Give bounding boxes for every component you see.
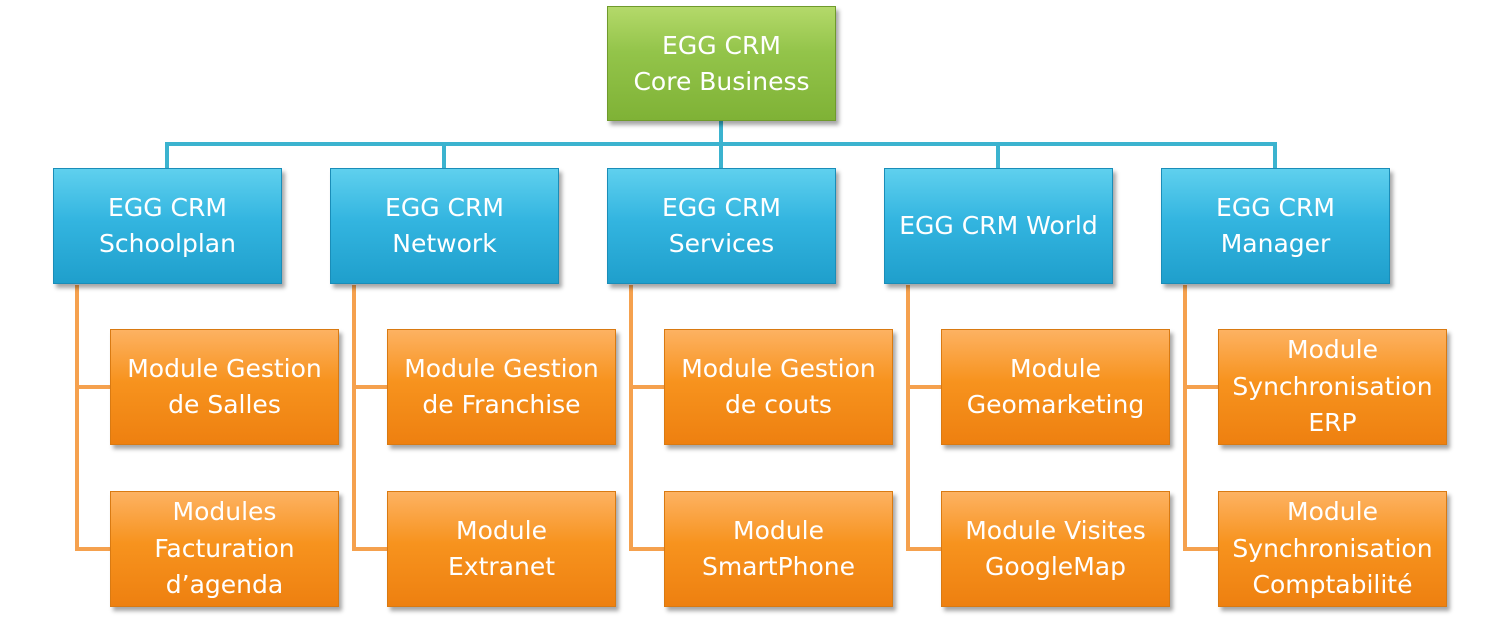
module-line: Extranet (447, 552, 556, 581)
category-line: Schoolplan (99, 229, 236, 258)
module-line: Synchronisation (1232, 371, 1433, 401)
module-line: Module Gestion (404, 353, 599, 383)
module-node-synchronisation-comptabilite: Module Synchronisation Comptabilité (1218, 491, 1447, 607)
module-line: Comptabilité (1252, 570, 1413, 600)
module-line: Modules (172, 497, 277, 527)
module-line: Module (1287, 497, 1378, 527)
module-node-gestion-salles: Module Gestion de Salles (110, 329, 339, 445)
module-line: Module (733, 515, 824, 545)
category-node-world: EGG CRM World (884, 168, 1113, 284)
root-line-2: Core Business (633, 66, 810, 96)
category-line: Manager (1220, 229, 1331, 258)
module-node-synchronisation-erp: Module Synchronisation ERP (1218, 329, 1447, 445)
module-line: ERP (1308, 408, 1357, 438)
module-line: Geomarketing (966, 390, 1145, 419)
module-line: de Franchise (422, 390, 581, 419)
module-node-facturation-agenda: Modules Facturation d’agenda (110, 491, 339, 607)
root-line-1: EGG CRM (662, 30, 781, 60)
module-node-smartphone: Module SmartPhone (664, 491, 893, 607)
module-line: GoogleMap (985, 552, 1126, 581)
category-line: Services (668, 229, 775, 258)
module-line: Facturation (154, 533, 295, 563)
category-node-schoolplan: EGG CRM Schoolplan (53, 168, 282, 284)
module-line: d’agenda (165, 570, 284, 600)
module-line: de couts (725, 390, 832, 419)
module-node-extranet: Module Extranet (387, 491, 616, 607)
connectors-manager (1183, 285, 1218, 551)
module-node-geomarketing: Module Geomarketing (941, 329, 1170, 445)
category-line: EGG CRM (108, 193, 227, 222)
module-node-visites-googlemap: Module Visites GoogleMap (941, 491, 1170, 607)
category-node-network: EGG CRM Network (330, 168, 559, 284)
root-node: EGG CRM Core Business (607, 6, 836, 121)
module-line: Synchronisation (1232, 533, 1433, 563)
category-node-services: EGG CRM Services (607, 168, 836, 284)
category-line: EGG CRM (385, 193, 504, 222)
module-line: Module Gestion (127, 353, 322, 383)
connectors-world (906, 285, 941, 551)
category-line: Network (392, 229, 497, 258)
module-node-gestion-couts: Module Gestion de couts (664, 329, 893, 445)
module-line: Module (1287, 335, 1378, 365)
module-node-gestion-franchise: Module Gestion de Franchise (387, 329, 616, 445)
category-line: EGG CRM World (899, 211, 1098, 240)
module-line: de Salles (168, 390, 281, 419)
category-node-manager: EGG CRM Manager (1161, 168, 1390, 284)
category-line: EGG CRM (662, 193, 781, 222)
category-line: EGG CRM (1216, 193, 1335, 222)
module-line: Module Visites (965, 515, 1146, 545)
connectors-network (352, 285, 387, 551)
connectors-schoolplan (75, 285, 110, 551)
module-line: Module Gestion (681, 353, 876, 383)
connectors-services (629, 285, 664, 551)
module-line: Module (456, 515, 547, 545)
module-line: Module (1010, 353, 1101, 383)
module-line: SmartPhone (701, 552, 856, 581)
